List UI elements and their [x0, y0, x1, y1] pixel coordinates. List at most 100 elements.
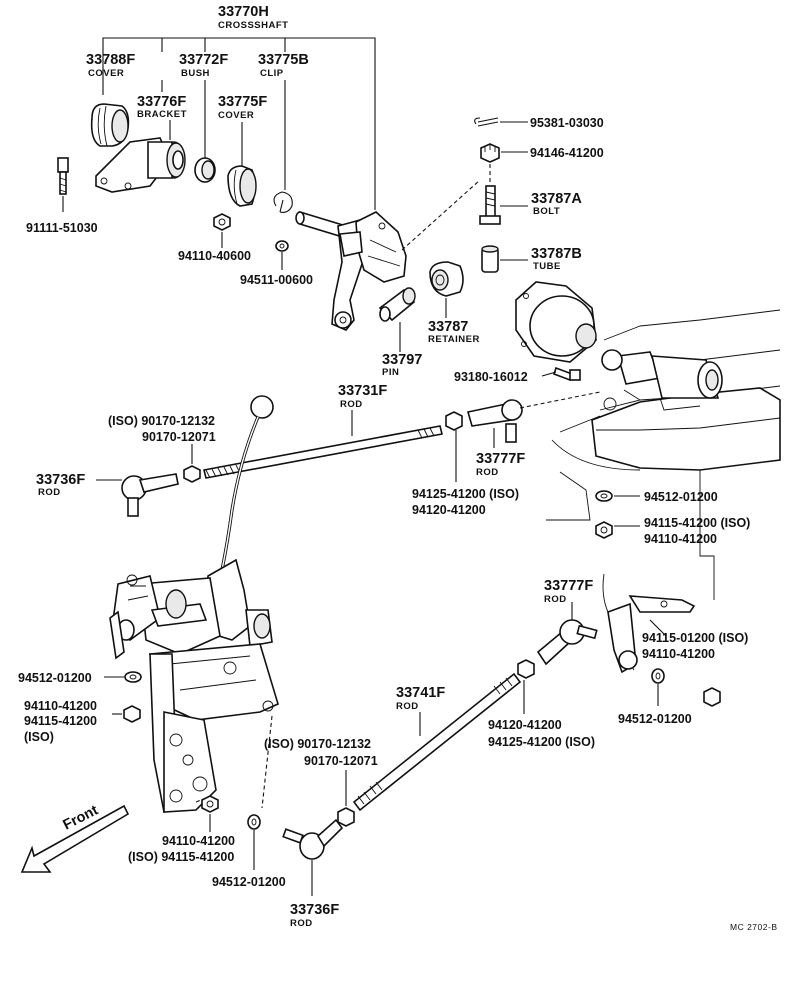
nut-c-part [517, 659, 535, 679]
cover1-part-number: 33788F [86, 52, 135, 68]
nut-bottom-left2-part-number: (ISO) 94115-41200 [128, 850, 234, 864]
nut-bottom-left1-part-number: 94110-41200 [162, 834, 235, 848]
washer-right2-part-number: 94512-01200 [618, 712, 692, 726]
bolt2-part-name: BOLT [533, 206, 560, 217]
cover-boot-part [90, 103, 130, 147]
washer-bottom-part-number: 94512-01200 [212, 875, 286, 889]
washer-right2-part [651, 668, 665, 684]
bolt-part [57, 157, 69, 195]
nut-right4-part-number: 94110-41200 [642, 647, 715, 661]
nut-iso-b-part-number: (ISO) 90170-12132 [264, 737, 371, 751]
nut-a-part-number: 90170-12071 [142, 430, 216, 444]
nut-iso-a-part-number: (ISO) 90170-12132 [108, 414, 215, 428]
nut-iso-a-part [183, 465, 201, 483]
rod41-part-name: ROD [396, 701, 419, 712]
washer-part [275, 240, 289, 252]
rod36a-ball-joint [121, 473, 179, 517]
rod36a-part-name: ROD [38, 487, 61, 498]
cover2-boot-part [227, 165, 257, 207]
nut-left1-part-number: 94110-41200 [24, 699, 97, 713]
bracket-part-number: 33776F [137, 94, 186, 110]
nut-bottom-left-part [201, 795, 219, 813]
rod41-part [352, 672, 522, 812]
rod36b-ball-joint [282, 818, 344, 860]
tube-part [481, 245, 499, 273]
crossshaft-part [295, 210, 407, 331]
castle-nut-part [480, 143, 500, 163]
rod36a-part-number: 33736F [36, 472, 85, 488]
washer-left1-part-number: 94512-01200 [18, 671, 92, 685]
crossshaft-part-number: 33770H [218, 4, 269, 20]
nut-part [213, 213, 231, 231]
cover2-part-name: COVER [218, 110, 254, 121]
nut-b2-part-number: 94120-41200 [412, 503, 486, 517]
tube-part-name: TUBE [533, 261, 561, 272]
pin-part-number: 33797 [382, 352, 422, 368]
retainer-part [429, 261, 464, 297]
nut-left-iso-note: (ISO) [24, 730, 54, 744]
washer-right-part [595, 490, 613, 502]
bush-part [194, 157, 216, 183]
washer-bottom-part [247, 814, 261, 830]
rod77a-ball-joint [445, 399, 523, 443]
nut-right-lower-part [703, 687, 721, 707]
front-arrow-icon: Front [20, 802, 130, 873]
rod77b-part-number: 33777F [544, 578, 593, 594]
round-cover-part [515, 281, 597, 363]
cover1-part-name: COVER [88, 68, 124, 79]
clip-part [273, 191, 293, 213]
rod41-part-number: 33741F [396, 685, 445, 701]
nut-right-part [595, 521, 613, 539]
bracket-part [95, 137, 186, 193]
rod77a-part-name: ROD [476, 467, 499, 478]
bolt1-part-number: 91111-51030 [26, 221, 98, 235]
diagram-code: MC 2702-B [730, 922, 778, 932]
nut-left-part [123, 705, 141, 723]
cotter-pin-part-number: 95381-03030 [530, 116, 604, 130]
rod77b-part-name: ROD [544, 594, 567, 605]
tube-part-number: 33787B [531, 246, 582, 262]
shift-lever-base [109, 558, 279, 813]
clip-part-number: 33775B [258, 52, 309, 68]
bush-part-number: 33772F [179, 52, 228, 68]
rod31-part [203, 425, 443, 479]
rod36b-part-name: ROD [290, 918, 313, 929]
washer-right1-part-number: 94512-01200 [644, 490, 718, 504]
transmission-housing [546, 309, 781, 600]
nut-right1-part-number: 94115-41200 (ISO) [644, 516, 750, 530]
clip-part-name: CLIP [260, 68, 284, 79]
rod77b-ball-joint [536, 619, 598, 666]
rod31-part-name: ROD [340, 399, 363, 410]
castle-nut-part-number: 94146-41200 [530, 146, 604, 160]
bolt2-part [479, 185, 501, 225]
nut-b-part-number: 90170-12071 [304, 754, 378, 768]
nut-b1-part-number: 94125-41200 (ISO) [412, 487, 519, 501]
crossshaft-callout: 33770H CROSSSHAFT [102, 4, 376, 210]
bolt2-part-number: 33787A [531, 191, 582, 207]
retainer-part-number: 33787 [428, 319, 468, 335]
cover2-part-number: 33775F [218, 94, 267, 110]
bracket-part-name: BRACKET [137, 109, 187, 120]
cotter-pin-part [474, 117, 499, 127]
nut-rod41-part [337, 807, 355, 827]
nut-right3-part-number: 94115-01200 (ISO) [642, 631, 748, 645]
rod36b-part-number: 33736F [290, 902, 339, 918]
nut-c2-part-number: 94125-41200 (ISO) [488, 735, 595, 749]
nut-c1-part-number: 94120-41200 [488, 718, 562, 732]
shift-lever-part [220, 395, 274, 571]
washer-left-part [124, 671, 142, 683]
pin-part-name: PIN [382, 367, 399, 378]
bush-part-name: BUSH [181, 68, 210, 79]
lever-arm-right-part [602, 573, 696, 674]
rod77a-part-number: 33777F [476, 451, 525, 467]
rod31-part-number: 33731F [338, 383, 387, 399]
nut-left2-part-number: 94115-41200 [24, 714, 97, 728]
crossshaft-part-name: CROSSSHAFT [218, 20, 288, 31]
washer-00600-part-number: 94511-00600 [240, 273, 313, 287]
pin-part [378, 287, 416, 322]
retainer-part-name: RETAINER [428, 334, 480, 345]
bolt93180-part [552, 366, 581, 382]
bolt93180-part-number: 93180-16012 [454, 370, 528, 384]
nut-right2-part-number: 94110-41200 [644, 532, 717, 546]
